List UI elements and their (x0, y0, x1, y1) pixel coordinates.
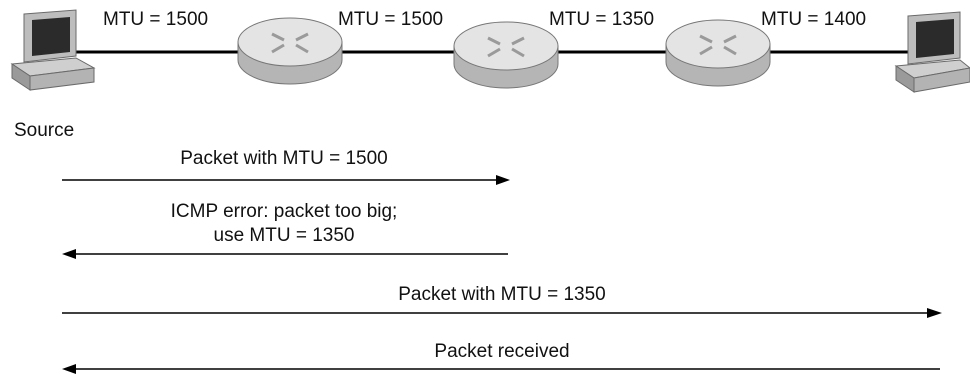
message-text-line: Packet with MTU = 1350 (398, 284, 606, 305)
link-mtu-label: MTU = 1400 (761, 9, 867, 30)
link-mtu-label: MTU = 1500 (338, 9, 444, 30)
message-text-line: Packet with MTU = 1500 (180, 148, 388, 169)
message-arrow-right (62, 175, 510, 185)
message-arrow-left (62, 249, 508, 259)
message-arrow-left (62, 364, 940, 374)
link-mtu-label: MTU = 1350 (549, 9, 655, 30)
message-label: Packet with MTU = 1500 (62, 147, 506, 171)
router-icon (453, 21, 559, 89)
message-arrow-right (62, 308, 942, 318)
message-label: ICMP error: packet too big; use MTU = 13… (62, 200, 506, 248)
source-label: Source (14, 120, 75, 141)
message-label: Packet received (62, 340, 942, 364)
message-text-line: ICMP error: packet too big; (170, 201, 398, 222)
message-text-line: use MTU = 1350 (213, 225, 355, 246)
message-label: Packet with MTU = 1350 (62, 283, 942, 307)
destination-computer-icon (894, 11, 970, 93)
source-computer-icon (10, 9, 96, 91)
router-icon (665, 19, 771, 87)
router-icon (237, 17, 343, 85)
link-mtu-label: MTU = 1500 (103, 9, 209, 30)
message-text-line: Packet received (434, 341, 570, 362)
